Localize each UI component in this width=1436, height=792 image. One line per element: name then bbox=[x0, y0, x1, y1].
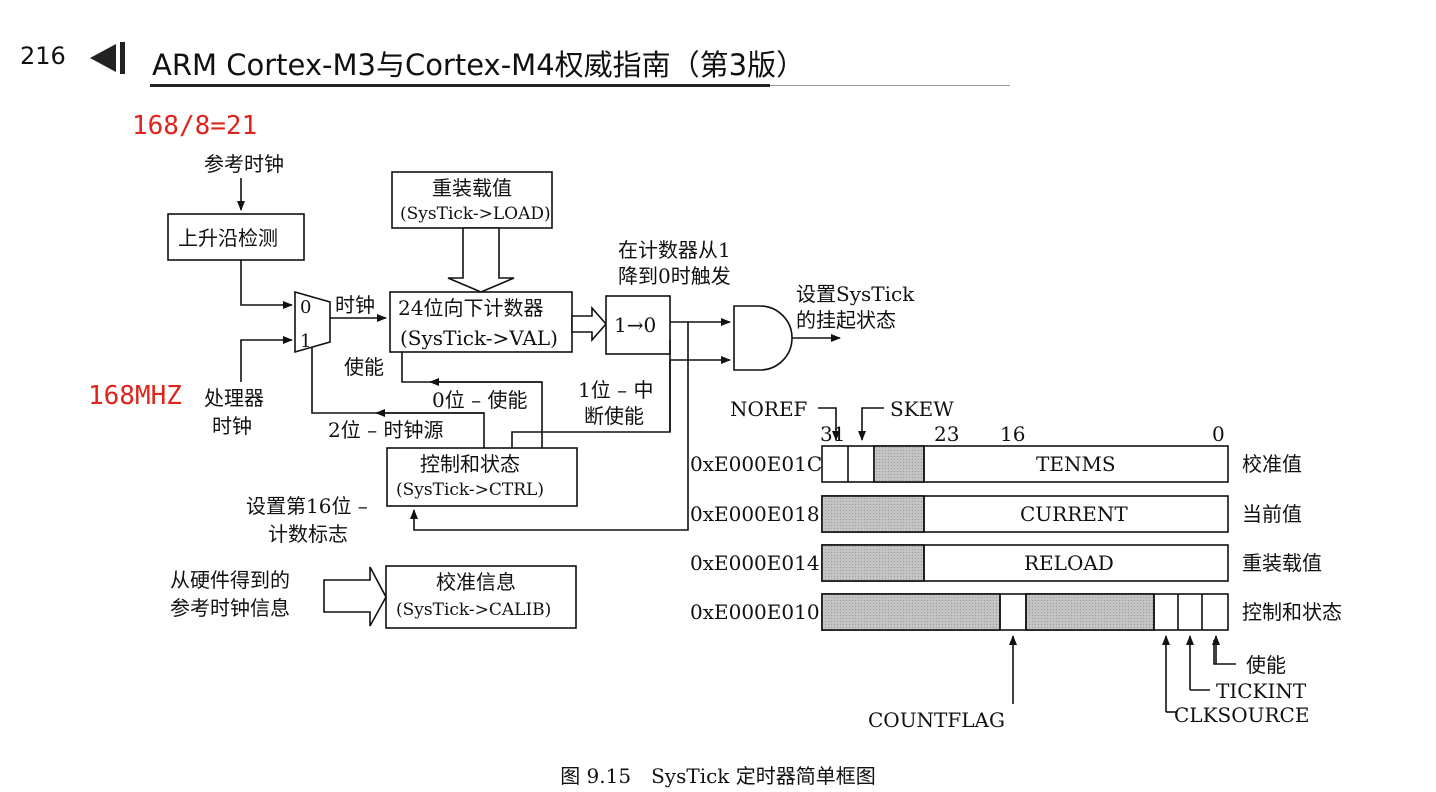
bit1-label-line1: 1位 – 中 bbox=[578, 378, 654, 402]
header-rule bbox=[150, 84, 770, 87]
tickint-label: TICKINT bbox=[1216, 679, 1307, 703]
mux-input-0: 0 bbox=[300, 297, 312, 318]
ctrl-box-title: 控制和状态 bbox=[420, 452, 520, 476]
reg-name: 重装载值 bbox=[1242, 551, 1322, 575]
trigger-note-line1: 在计数器从1 bbox=[618, 238, 731, 262]
reg-field: RELOAD bbox=[1024, 551, 1114, 575]
counter-box-reg: (SysTick->VAL) bbox=[400, 326, 558, 350]
book-title: ARM Cortex-M3与Cortex-M4权威指南（第3版） bbox=[152, 48, 806, 82]
processor-clock-line2: 时钟 bbox=[212, 414, 252, 438]
ref-clock-label: 参考时钟 bbox=[204, 152, 284, 176]
processor-clock-line1: 处理器 bbox=[204, 386, 264, 410]
noref-label: NOREF bbox=[730, 397, 808, 421]
trigger-note-line2: 降到0时触发 bbox=[618, 264, 731, 288]
pending-note-line2: 的挂起状态 bbox=[796, 308, 896, 332]
reload-box-title: 重装载值 bbox=[432, 176, 512, 200]
calib-box-reg: (SysTick->CALIB) bbox=[396, 600, 552, 620]
clock-label: 时钟 bbox=[335, 293, 375, 317]
reg-address: 0xE000E01C bbox=[690, 452, 823, 476]
hw-ref-line2: 参考时钟信息 bbox=[170, 596, 290, 620]
bit-0: 0 bbox=[1212, 422, 1225, 446]
pending-note-line1: 设置SysTick bbox=[796, 282, 915, 306]
countflag-label: COUNTFLAG bbox=[868, 708, 1005, 732]
clksource-label: CLKSOURCE bbox=[1174, 703, 1310, 727]
bit2-label: 2位 – 时钟源 bbox=[328, 418, 444, 442]
reg-name: 校准值 bbox=[1242, 452, 1302, 476]
reg-address: 0xE000E010 bbox=[690, 600, 820, 624]
set-bit16-line2: 计数标志 bbox=[268, 522, 348, 546]
bit0-label: 0位 – 使能 bbox=[432, 388, 528, 412]
reg-field: CURRENT bbox=[1020, 502, 1128, 526]
reload-box-reg: (SysTick->LOAD) bbox=[400, 204, 551, 224]
annotation-ref-calc: 168/8=21 bbox=[132, 111, 258, 141]
mux-input-1: 1 bbox=[300, 331, 312, 352]
bit-16: 16 bbox=[1000, 422, 1026, 446]
calib-box-title: 校准信息 bbox=[436, 570, 516, 594]
skew-label: SKEW bbox=[890, 397, 954, 421]
reg-name: 当前值 bbox=[1242, 502, 1302, 526]
header-arrow-icon bbox=[90, 42, 125, 74]
ctrl-box-reg: (SysTick->CTRL) bbox=[396, 480, 544, 500]
annotation-proc-freq: 168MHZ bbox=[88, 381, 182, 411]
header-rule-thin bbox=[770, 85, 1010, 86]
set-bit16-line1: 设置第16位 – bbox=[246, 494, 368, 518]
reg-address: 0xE000E014 bbox=[690, 551, 820, 575]
reg-address: 0xE000E018 bbox=[690, 502, 820, 526]
figure-caption: 图 9.15 SysTick 定时器简单框图 bbox=[560, 764, 876, 788]
transition-label: 1→0 bbox=[614, 313, 657, 337]
reg-field: TENMS bbox=[1036, 452, 1116, 476]
enable-label: 使能 bbox=[344, 355, 384, 379]
enable-bit-label: 使能 bbox=[1246, 653, 1286, 677]
reg-name: 控制和状态 bbox=[1242, 600, 1342, 624]
page-number: 216 bbox=[20, 42, 66, 70]
edge-detect-label: 上升沿检测 bbox=[178, 226, 278, 250]
counter-box-title: 24位向下计数器 bbox=[398, 296, 544, 320]
bit-31: 31 bbox=[820, 422, 846, 446]
hw-ref-line1: 从硬件得到的 bbox=[170, 568, 290, 592]
bit1-label-line2: 断使能 bbox=[584, 404, 644, 428]
bit-23: 23 bbox=[934, 422, 960, 446]
